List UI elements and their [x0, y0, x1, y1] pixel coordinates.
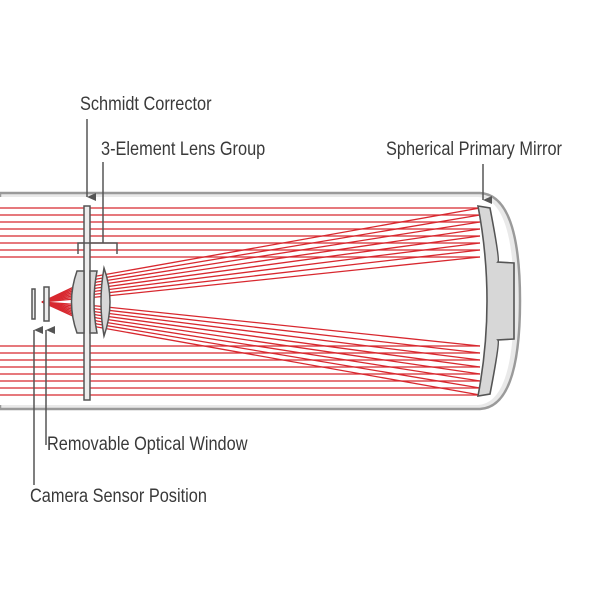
reflected-ray	[96, 256, 481, 298]
schmidt-corrector-plate	[83, 205, 91, 401]
reflected-ray	[96, 308, 481, 354]
reflected-ray	[96, 311, 481, 361]
reflected-ray	[96, 214, 481, 280]
label-primary-mirror: Spherical Primary Mirror	[386, 138, 562, 159]
camera-sensor	[31, 288, 36, 320]
label-schmidt-corrector: Schmidt Corrector	[80, 93, 212, 114]
lens-element-3	[100, 265, 111, 339]
reflected-ray	[96, 320, 481, 382]
reflected-ray	[96, 221, 481, 283]
label-optical-window: Removable Optical Window	[47, 433, 248, 454]
label-lens-group: 3-Element Lens Group	[101, 138, 265, 159]
primary-mirror	[477, 205, 515, 397]
lens-group-bracket	[77, 242, 118, 254]
reflected-ray	[96, 242, 481, 292]
label-camera-sensor: Camera Sensor Position	[30, 485, 207, 506]
reflected-ray	[96, 317, 481, 375]
reflected-ray	[96, 235, 481, 289]
lens-element-1	[70, 270, 85, 334]
reflected-ray	[96, 305, 481, 347]
lens-element-2	[89, 270, 98, 334]
removable-optical-window	[43, 286, 50, 322]
reflected-ray	[96, 326, 481, 396]
reflected-ray	[96, 207, 481, 277]
reflected-ray	[96, 323, 481, 389]
reflected-ray	[96, 314, 481, 368]
